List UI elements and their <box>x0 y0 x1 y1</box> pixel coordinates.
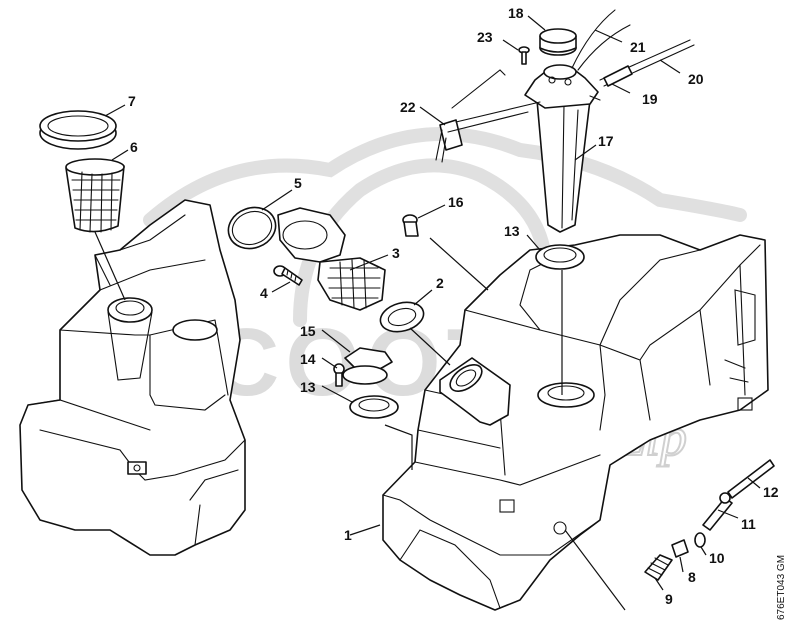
part-17-fuel-gauge-tube <box>536 99 591 233</box>
callout-3: 3 <box>392 245 400 261</box>
part-10-clamp <box>694 532 706 548</box>
callout-16: 16 <box>448 194 464 210</box>
part-23-screw <box>518 46 530 65</box>
part-1-fuel-tank <box>382 234 769 611</box>
part-6-fuel-strainer <box>65 158 125 233</box>
part-3-pickup-body <box>277 207 386 311</box>
part-22-bracket <box>435 69 541 163</box>
callout-11: 11 <box>741 516 756 532</box>
callout-5: 5 <box>294 175 302 191</box>
callout-6: 6 <box>130 139 138 155</box>
reference-fuel-tank <box>19 199 246 556</box>
part-4-screw <box>273 265 303 286</box>
callout-20: 20 <box>688 71 704 87</box>
callout-9: 9 <box>665 591 673 607</box>
callout-7: 7 <box>128 93 136 109</box>
part-13-grommet-left <box>349 395 399 419</box>
leader-lines <box>94 15 761 611</box>
part-8-fitting <box>671 539 689 558</box>
fuel-gauge-sender-head <box>524 64 599 109</box>
callout-13-top: 13 <box>504 223 520 239</box>
part-9-fuel-filter <box>644 554 673 581</box>
callout-12: 12 <box>763 484 779 500</box>
drawing-code: 676ET043 GM <box>776 554 787 620</box>
callout-8: 8 <box>688 569 696 585</box>
callout-23: 23 <box>477 29 493 45</box>
callout-labels: 1 2 3 4 5 6 7 8 9 10 11 12 13 13 14 15 1… <box>128 5 779 607</box>
callout-21: 21 <box>630 39 646 55</box>
part-19-connector <box>603 65 633 87</box>
part-13-grommet-top <box>535 244 585 270</box>
callout-2: 2 <box>436 275 444 291</box>
part-7-fuel-cap <box>39 110 117 150</box>
callout-14: 14 <box>300 351 316 367</box>
callout-18: 18 <box>508 5 524 21</box>
part-12-fuel-line <box>727 459 775 499</box>
callout-17: 17 <box>598 133 614 149</box>
callout-13-left: 13 <box>300 379 316 395</box>
part-5-o-ring <box>227 206 277 250</box>
callout-10: 10 <box>709 550 725 566</box>
part-15-cover <box>342 347 393 385</box>
callout-4: 4 <box>260 285 268 301</box>
callout-1: 1 <box>344 527 352 543</box>
part-11-fuel-line <box>702 492 733 531</box>
part-16-plug <box>402 214 419 237</box>
callout-15: 15 <box>300 323 316 339</box>
callout-22: 22 <box>400 99 416 115</box>
part-2-grommet <box>379 301 425 333</box>
callout-19: 19 <box>642 91 658 107</box>
part-14-screw <box>333 363 345 387</box>
part-18-cap <box>539 28 577 56</box>
